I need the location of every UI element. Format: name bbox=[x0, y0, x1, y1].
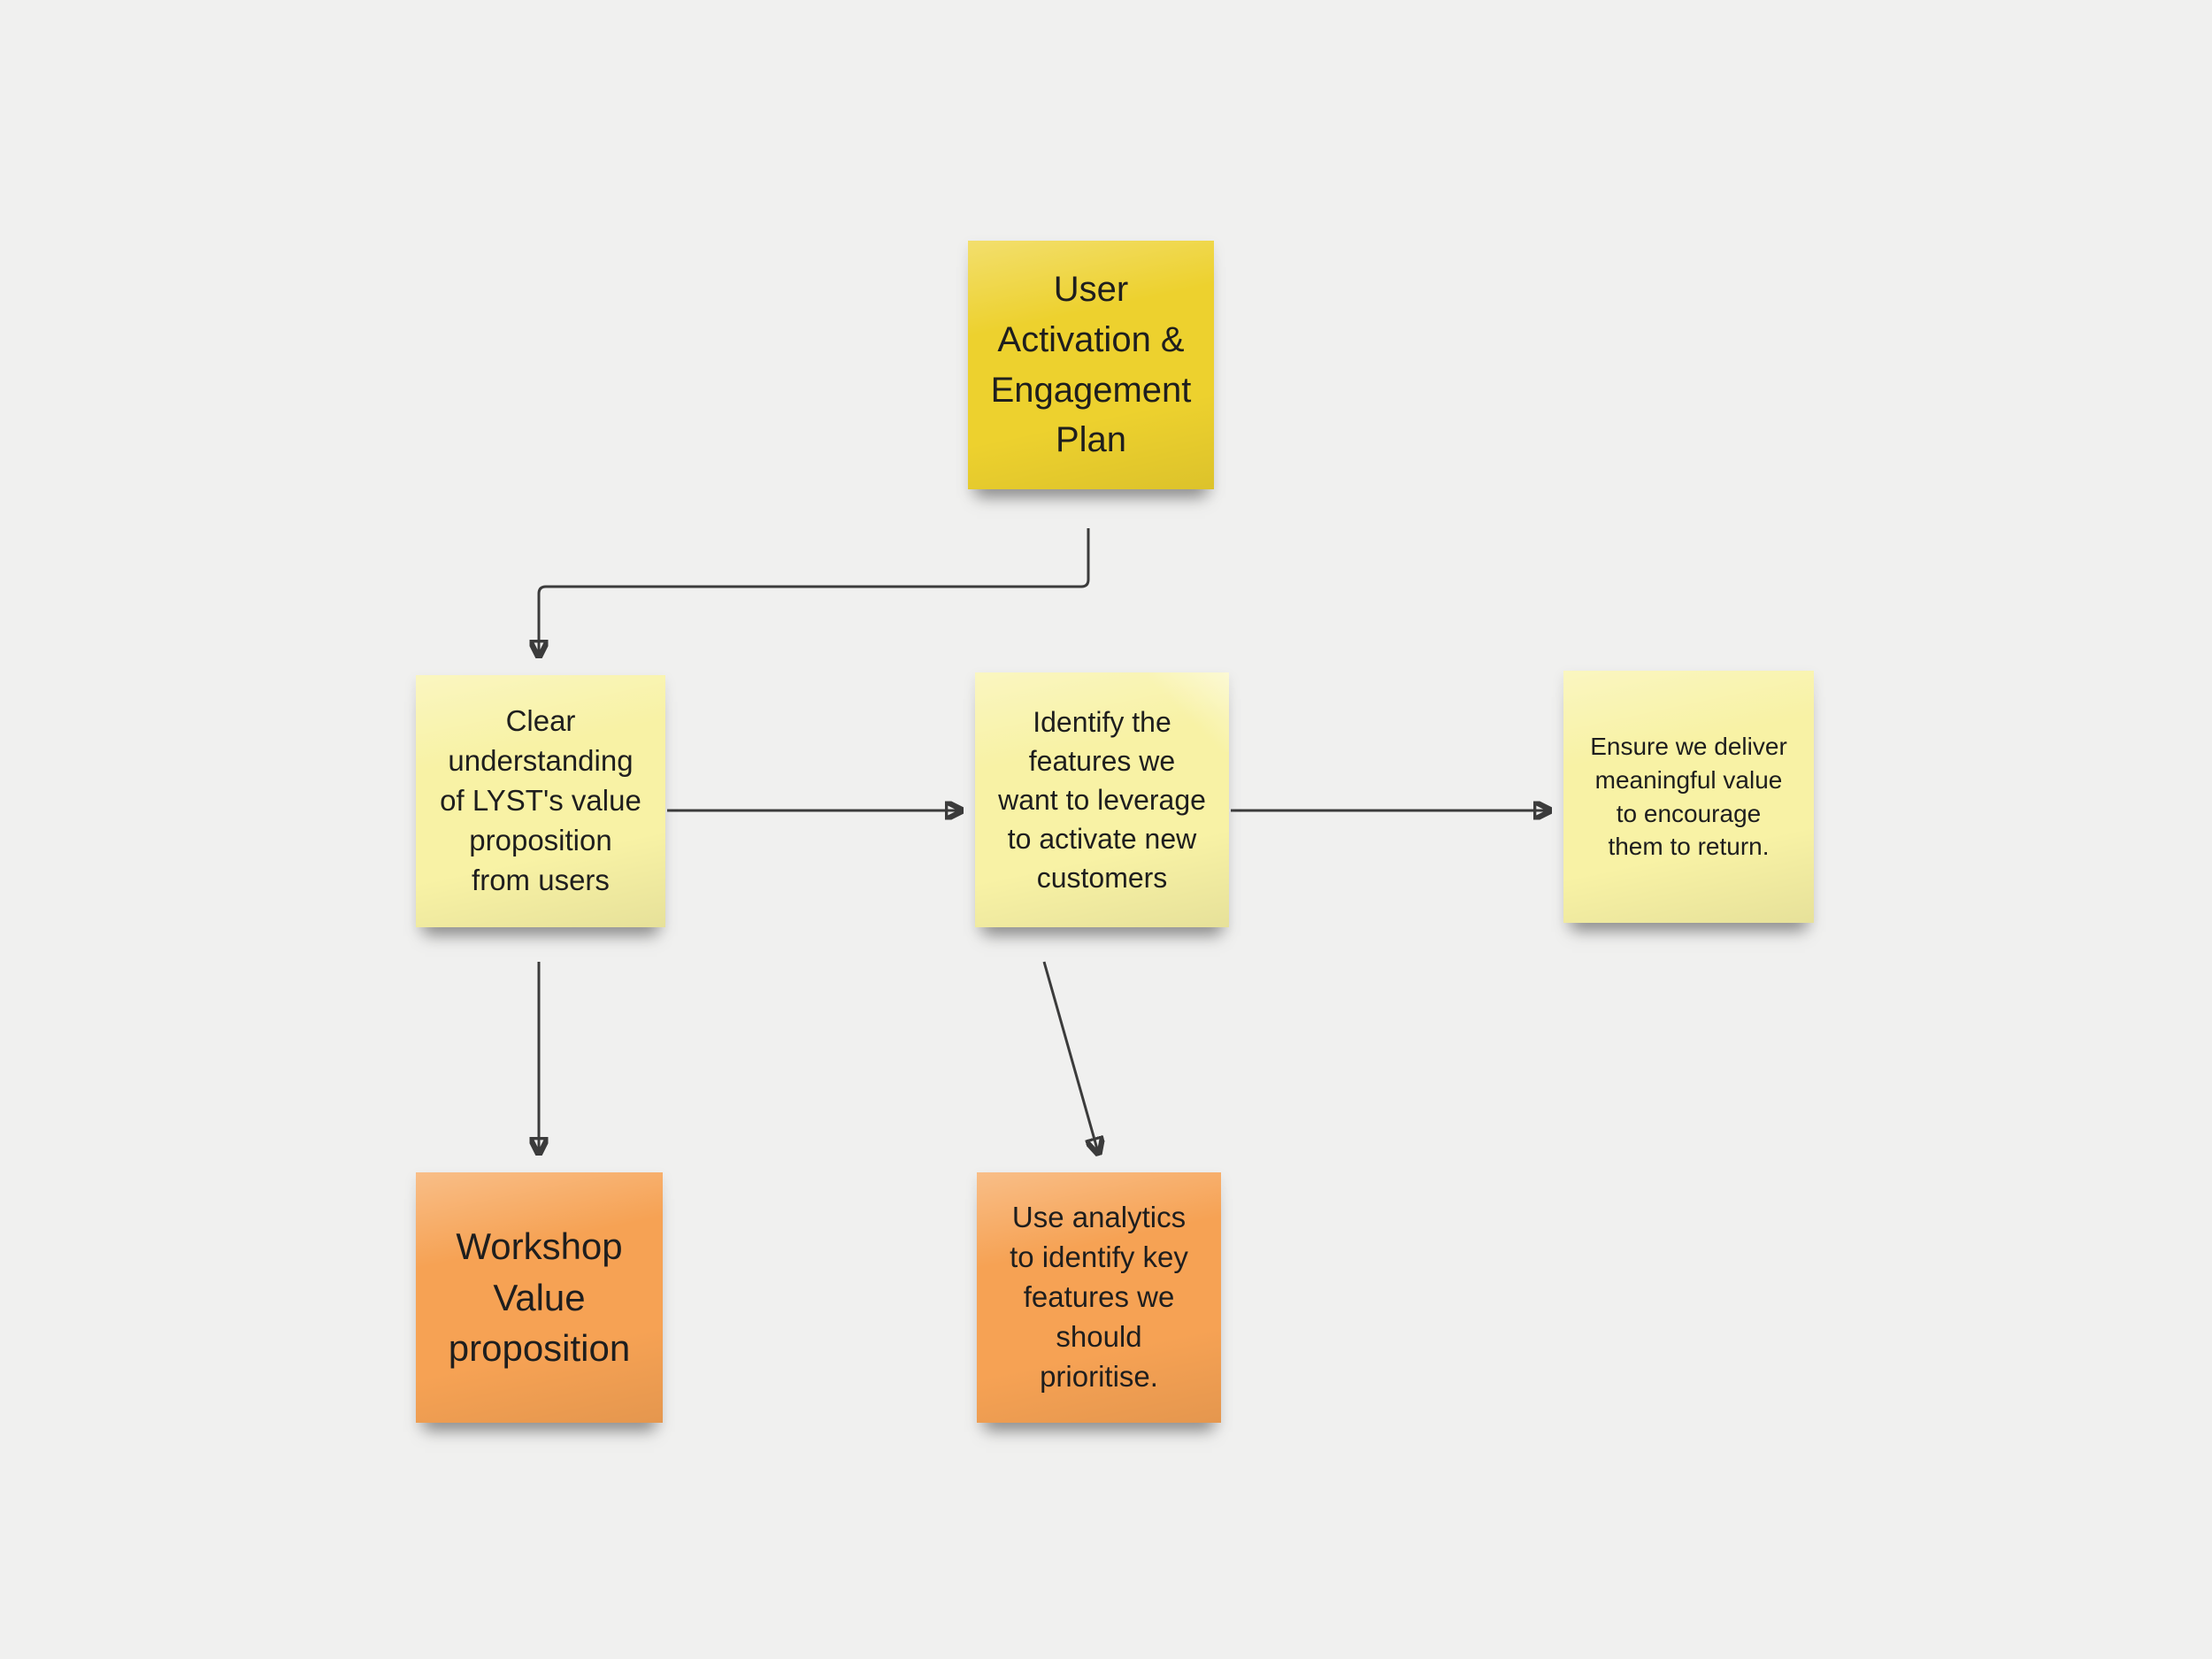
sticky-note-value-understanding[interactable]: Clear understanding of LYST's value prop… bbox=[416, 675, 665, 927]
connector-identify-to-analytics bbox=[1042, 961, 1098, 1152]
sticky-note-text: Workshop Value proposition bbox=[448, 1225, 631, 1370]
sticky-note-text: User Activation & Engagement Plan bbox=[990, 269, 1192, 460]
sticky-note-identify-features[interactable]: Identify the features we want to leverag… bbox=[975, 672, 1229, 927]
sticky-note-text: Ensure we deliver meaningful value to en… bbox=[1590, 733, 1787, 861]
sticky-note-deliver-value[interactable]: Ensure we deliver meaningful value to en… bbox=[1563, 671, 1814, 923]
sticky-note-text: Clear understanding of LYST's value prop… bbox=[440, 704, 641, 896]
sticky-note-workshop-value-proposition[interactable]: Workshop Value proposition bbox=[416, 1172, 663, 1423]
sticky-note-text: Use analytics to identify key features w… bbox=[1010, 1201, 1188, 1393]
sticky-note-user-activation-plan[interactable]: User Activation & Engagement Plan bbox=[968, 241, 1214, 489]
connector-plan-to-value bbox=[539, 528, 1090, 655]
sticky-note-text: Identify the features we want to leverag… bbox=[998, 705, 1206, 895]
sticky-note-use-analytics[interactable]: Use analytics to identify key features w… bbox=[977, 1172, 1221, 1423]
